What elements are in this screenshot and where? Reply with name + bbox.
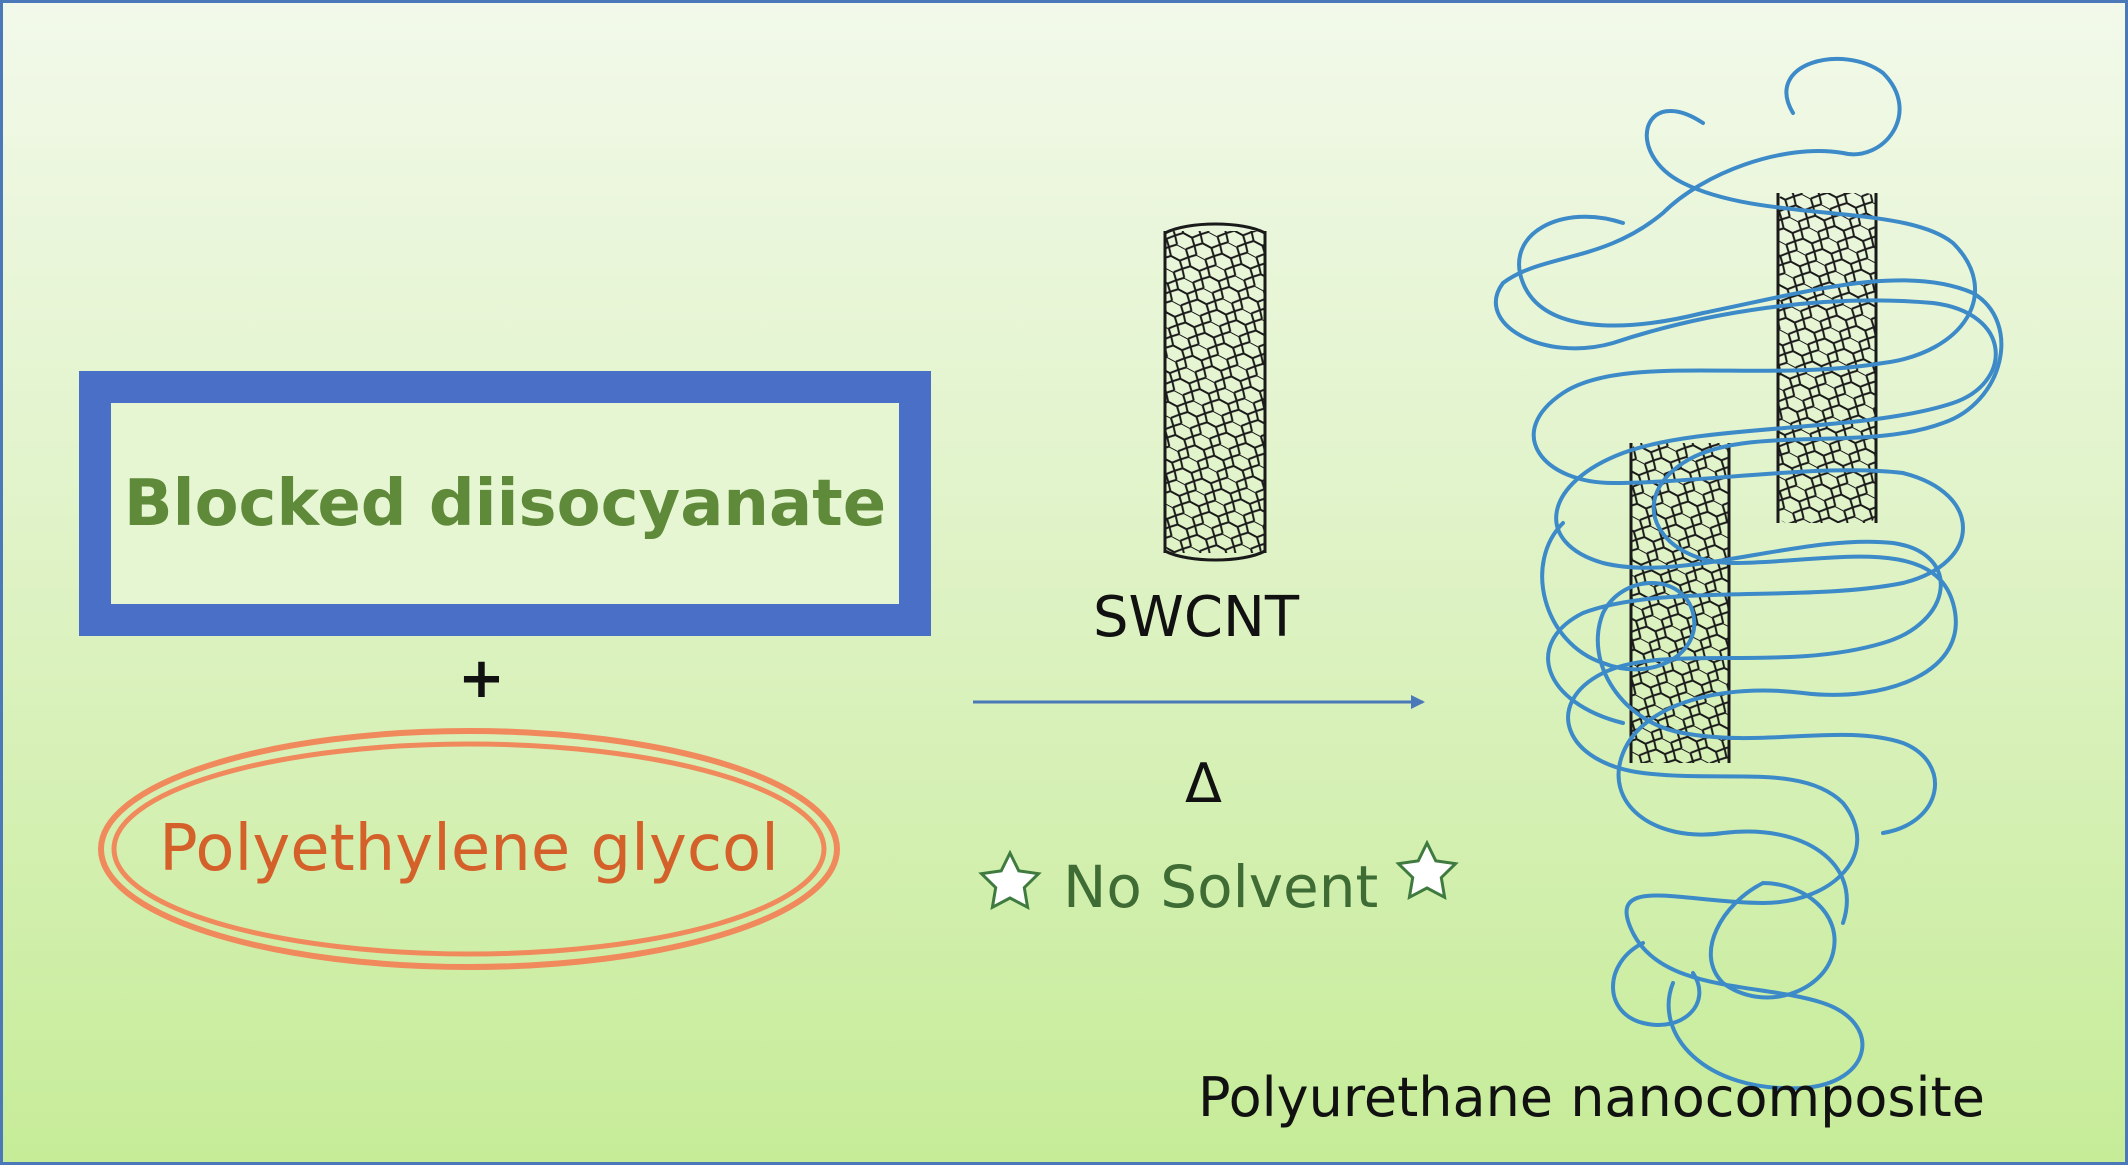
solvent-condition-label: No Solvent bbox=[1063, 853, 1379, 921]
additive-label: SWCNT bbox=[1093, 585, 1300, 650]
star-icon bbox=[978, 849, 1042, 911]
reactant-2-label: Polyethylene glycol bbox=[159, 812, 779, 886]
reactant-1-label: Blocked diisocyanate bbox=[123, 466, 887, 541]
reactant-1-box: Blocked diisocyanate bbox=[79, 371, 931, 636]
heat-condition-label: Δ bbox=[1185, 752, 1222, 815]
scheme-graphics bbox=[98, 57, 2004, 1091]
reactant-2-ellipse-inner bbox=[111, 741, 827, 957]
reactant-2-ellipse-outer bbox=[98, 728, 840, 970]
polymer-coil-icon bbox=[1494, 57, 2004, 1091]
plus-sign: + bbox=[458, 646, 505, 711]
product-label: Polyurethane nanocomposite bbox=[1198, 1066, 1985, 1129]
star-icon bbox=[1395, 839, 1459, 901]
carbon-nanotube-icon bbox=[1629, 443, 1731, 763]
carbon-nanotube-icon bbox=[1163, 222, 1267, 562]
